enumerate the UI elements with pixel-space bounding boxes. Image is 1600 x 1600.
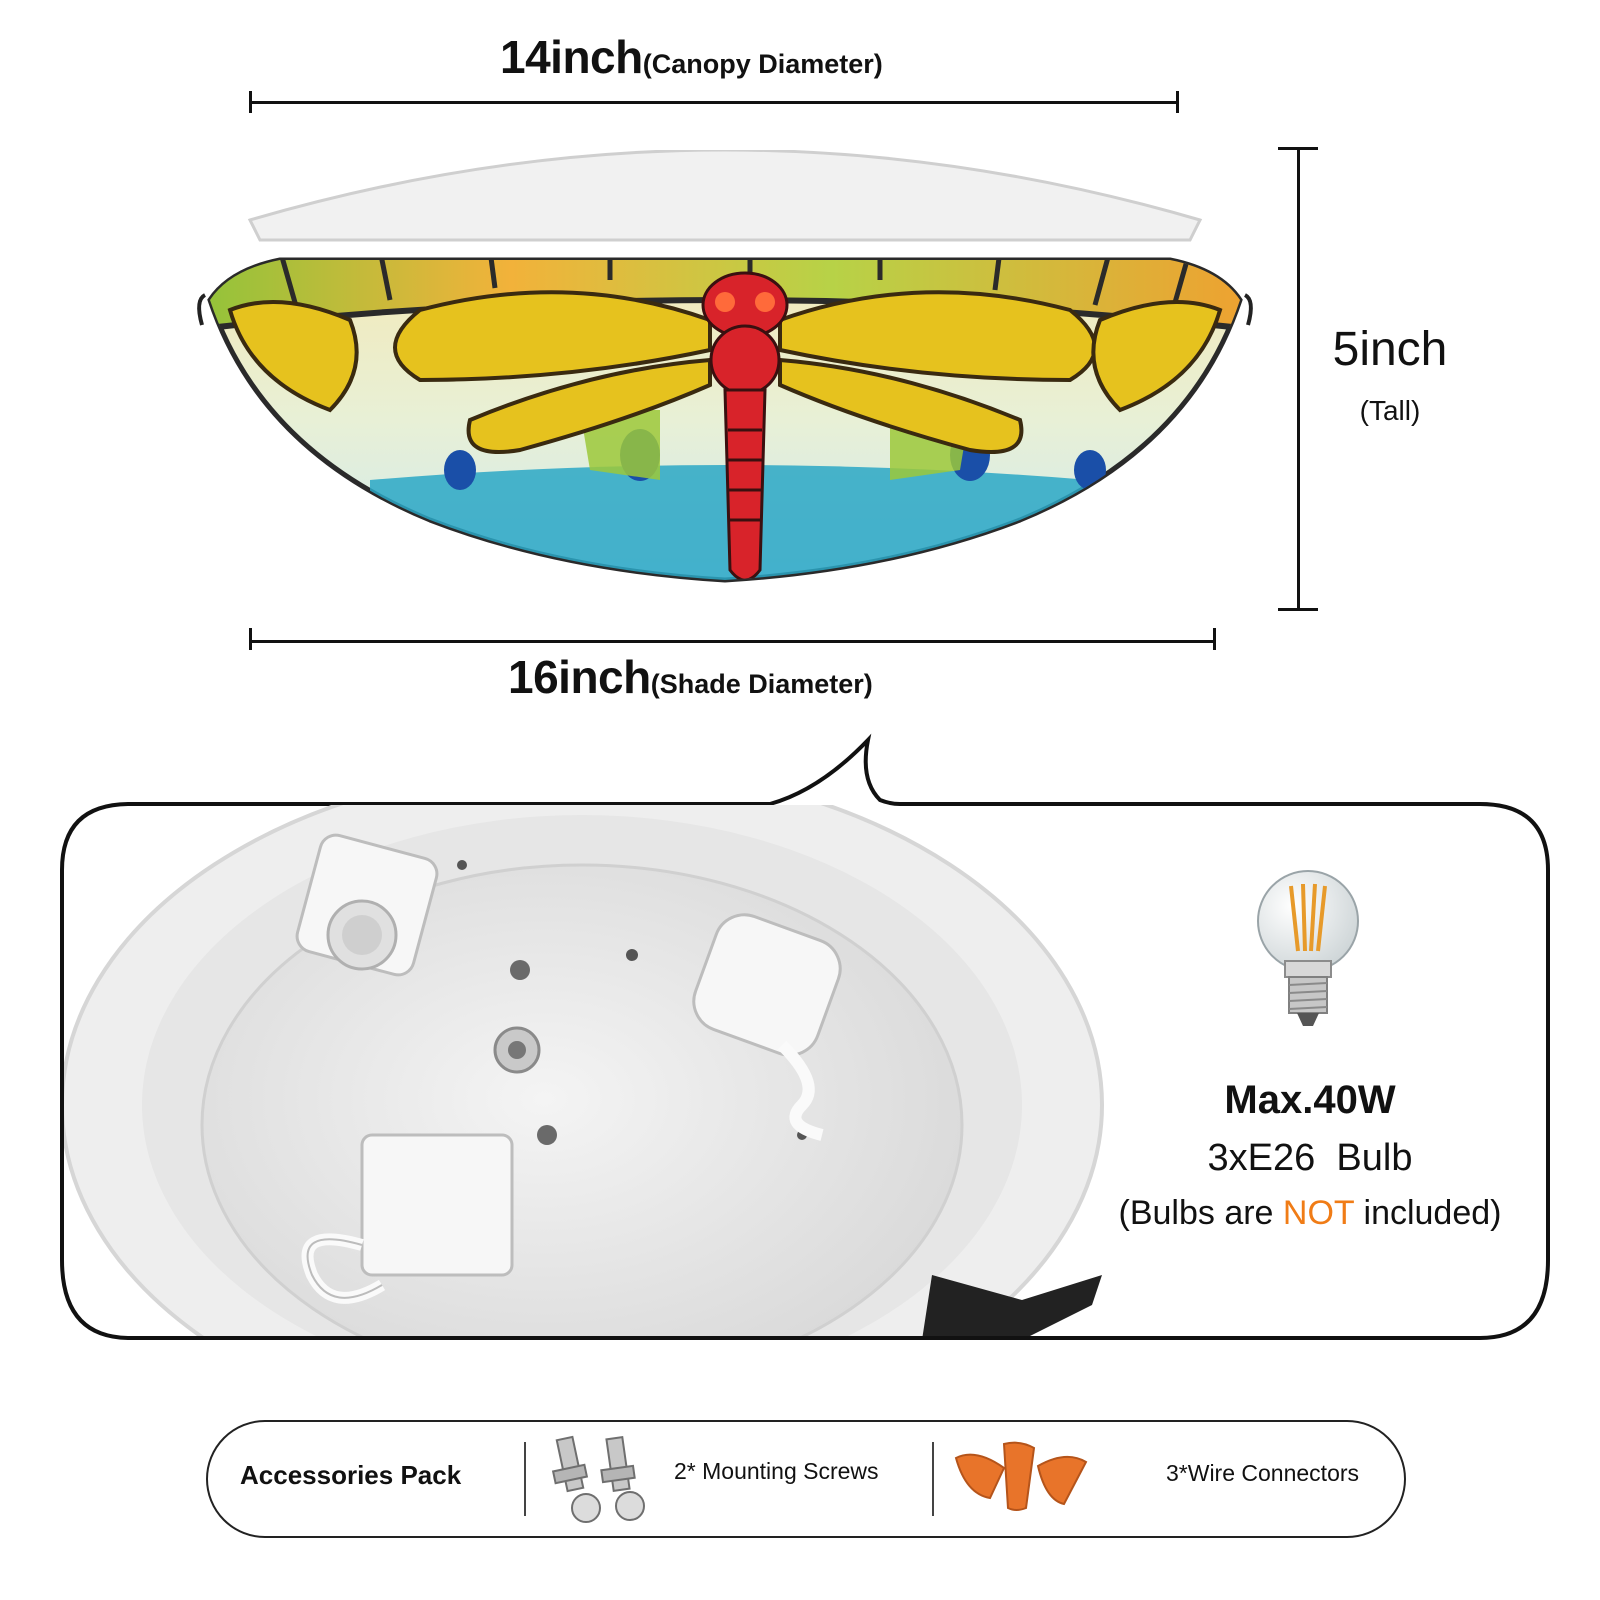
bulb-count: 3xE26 Bulb [1207,1137,1413,1179]
canopy-diameter-note: (Canopy Diameter) [642,49,883,79]
height-dimension-line [1297,148,1300,610]
shade-diameter-label: 16inch(Shade Diameter) [508,650,873,704]
accessory-mounting-screws-label: 2* Mounting Screws [674,1458,879,1484]
canopy-dimension-line [250,101,1178,104]
mounting-plate-photo [64,805,1104,1336]
accessories-divider [524,1442,526,1516]
max-wattage: Max.40W [1224,1078,1396,1122]
canopy-dimension-cap-left [249,91,252,113]
accessories-divider [932,1442,934,1516]
accessories-pack: Accessories Pack 2* Mounting Screws 3*Wi… [206,1420,1406,1538]
shade-dimension-line [250,640,1215,643]
shade-dimension-cap-right [1213,628,1216,650]
accessories-pack-title: Accessories Pack [240,1460,462,1490]
canopy-diameter-label: 14inch(Canopy Diameter) [500,30,883,84]
shade-diameter-note: (Shade Diameter) [650,669,873,699]
bulb-note-before: (Bulbs are [1118,1194,1283,1232]
canopy-dimension-cap-right [1176,91,1179,113]
bulbs-not-included-note: (Bulbs are NOT included) [1085,1194,1535,1233]
height-note: (Tall) [1359,395,1421,426]
accessory-wire-connectors-label: 3*Wire Connectors [1166,1460,1360,1486]
height-value: 5inch [1332,323,1448,376]
bulb-note-highlight: NOT [1282,1194,1355,1232]
wire-connector-icon [954,1441,1088,1511]
dragonfly-ceiling-lamp-image [197,150,1253,583]
screw-icon [551,1435,645,1523]
height-dimension-cap-top [1278,147,1318,150]
height-dimension-cap-bottom [1278,608,1318,611]
bulb-note-after: included) [1354,1194,1502,1232]
shade-dimension-cap-left [249,628,252,650]
canopy-diameter-value: 14inch [500,31,643,83]
bulb-spec-block: Max.40W 3xE26 Bulb (Bulbs are NOT includ… [1085,1070,1535,1233]
shade-diameter-value: 16inch [508,651,651,703]
led-filament-bulb-icon [1257,870,1359,1026]
